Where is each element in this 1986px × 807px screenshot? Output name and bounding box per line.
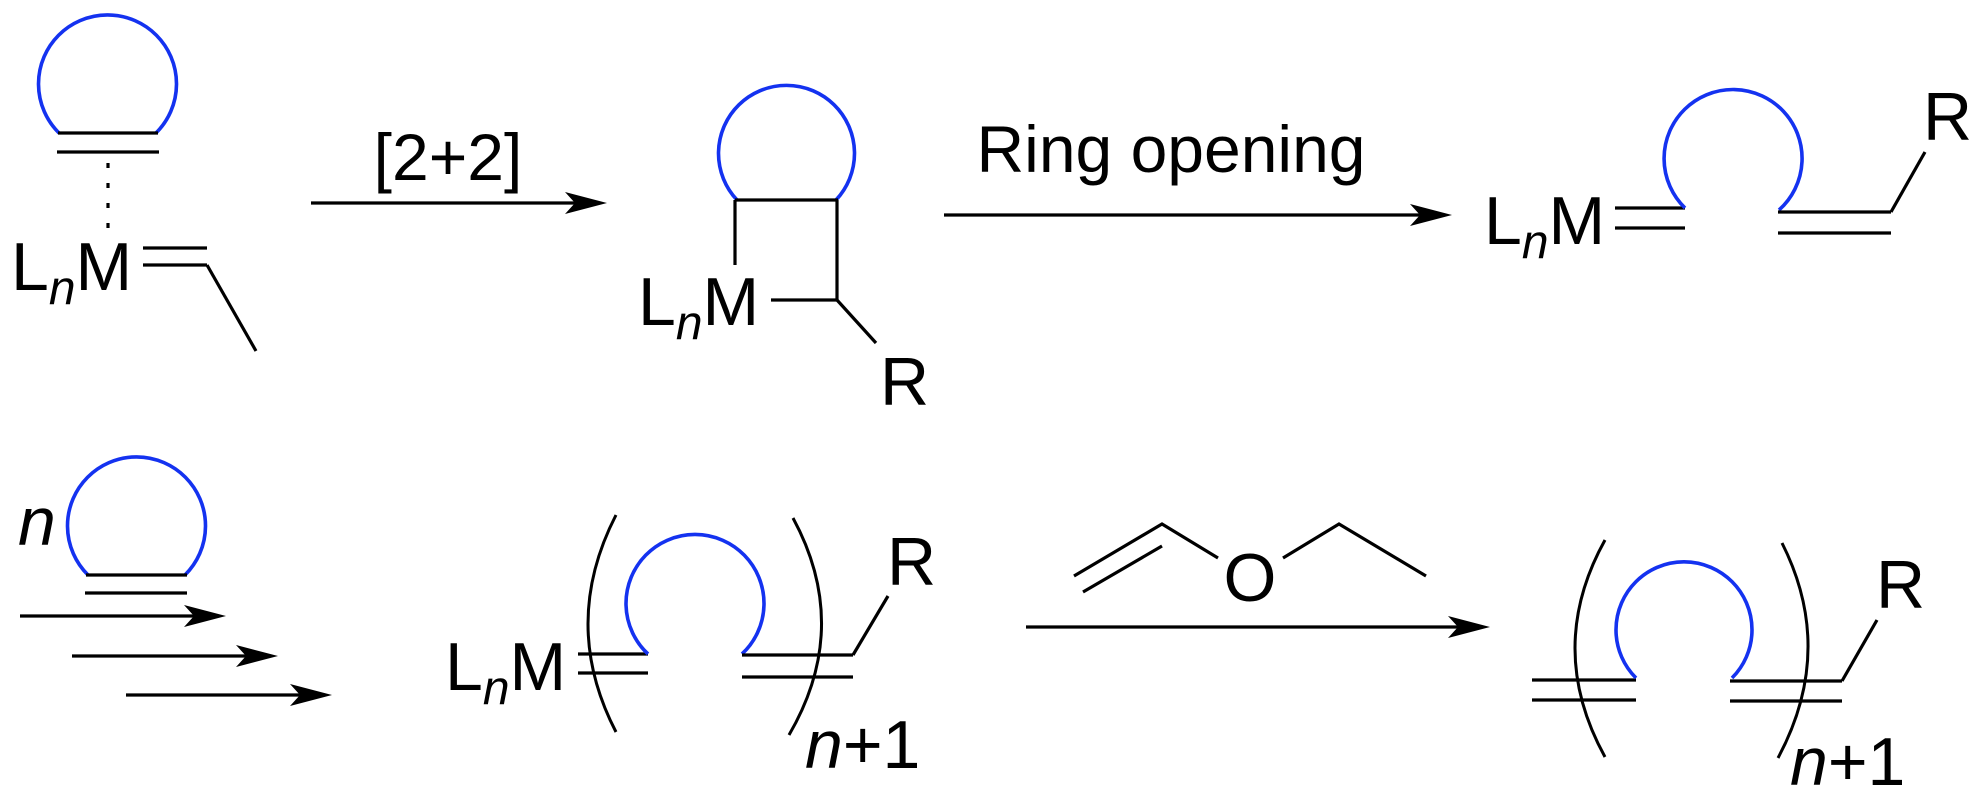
propagation-arrows	[20, 605, 332, 706]
substituent-r: R	[1923, 79, 1972, 155]
right-repeat-bracket	[1776, 542, 1810, 759]
r-bond	[1840, 619, 1879, 682]
repeat-unit-ring	[624, 532, 766, 656]
arrow-ring-opening: Ring opening	[944, 112, 1452, 226]
metal-label: LnM	[11, 229, 132, 315]
metal-label: LnM	[1484, 183, 1605, 269]
repeat-count: n+1	[1790, 724, 1905, 800]
r-bond	[851, 595, 890, 656]
r-bond	[835, 298, 878, 345]
cyclic-olefin-ring	[36, 13, 179, 135]
arrow-label-2plus2: [2+2]	[374, 120, 523, 194]
left-repeat-bracket	[586, 514, 618, 733]
living-polymer: LnM R n+1	[445, 514, 936, 783]
monomer: n	[18, 455, 208, 595]
arrow-termination: O	[1026, 522, 1490, 638]
opened-ring-chain	[1662, 87, 1804, 212]
ring-opened-carbene: LnM R	[1484, 79, 1972, 269]
r-bond	[1889, 151, 1927, 213]
metallacyclobutane: LnM R	[638, 83, 929, 420]
final-polymer: R n+1	[1532, 539, 1925, 800]
repeat-count: n+1	[805, 707, 920, 783]
substituent-r: R	[1876, 547, 1925, 623]
monomer-count: n	[18, 484, 56, 560]
arrow-label-ring-opening: Ring opening	[977, 112, 1366, 186]
repeat-unit-ring	[1614, 560, 1754, 680]
arrow-2plus2: [2+2]	[311, 120, 607, 214]
metal-label: LnM	[445, 629, 566, 715]
oxygen-atom: O	[1224, 540, 1277, 616]
monomer-ring	[65, 455, 208, 577]
substituent-r: R	[880, 344, 929, 420]
fused-ring	[716, 83, 857, 202]
ethyl-vinyl-ether: O	[1073, 522, 1427, 616]
right-repeat-bracket	[787, 517, 823, 736]
substituent-r: R	[887, 524, 936, 600]
methyl-bond	[205, 264, 258, 352]
metal-label: LnM	[638, 264, 759, 350]
reactant-olefin-complex: LnM	[11, 13, 258, 352]
left-repeat-bracket	[1573, 539, 1607, 758]
